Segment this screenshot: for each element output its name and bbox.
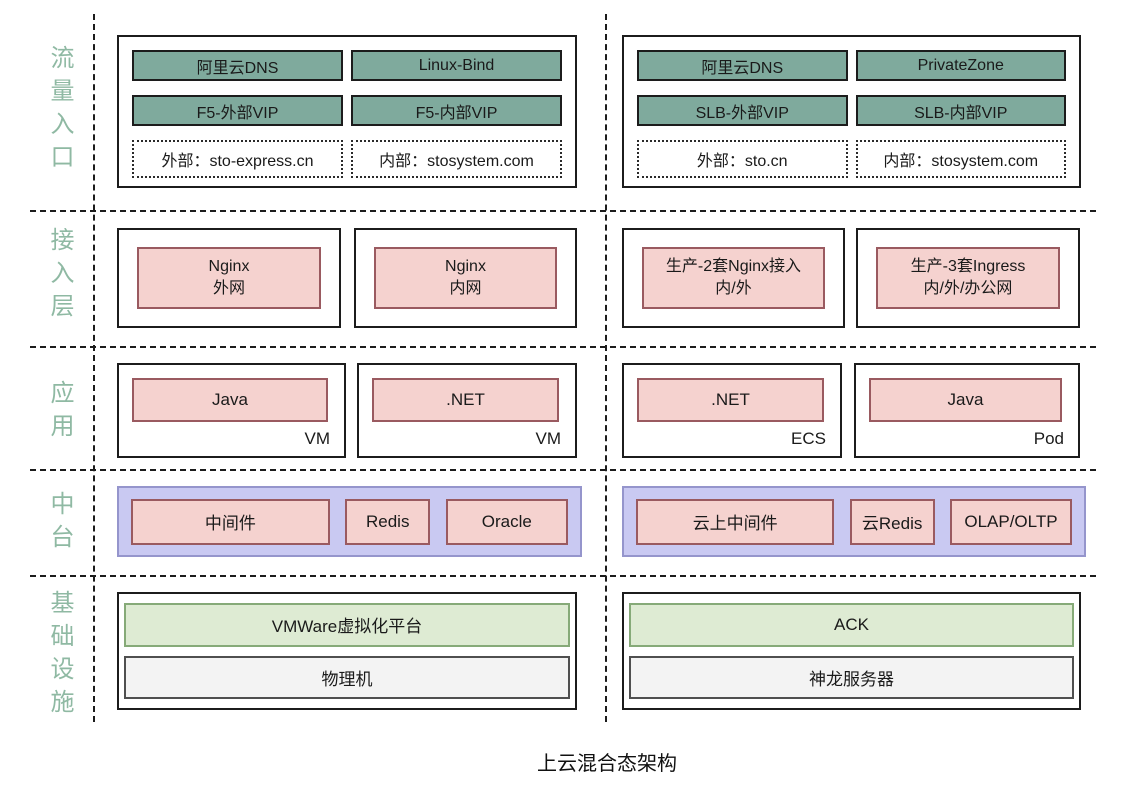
middleware-box: 云Redis bbox=[849, 498, 935, 545]
access-node-scope: 内/外 bbox=[715, 280, 752, 297]
virtualization-bar: VMWare虚拟化平台 bbox=[124, 603, 570, 647]
middleware-box: 云上中间件 bbox=[636, 498, 835, 545]
hardware-bar: 物理机 bbox=[124, 655, 570, 699]
infrastructure-cloud-group: ACK 神龙服务器 bbox=[622, 592, 1081, 710]
layer-label-access: 接入层 bbox=[46, 227, 73, 326]
traffic-onprem-group: 阿里云DNS Linux-Bind F5-外部VIP F5-内部VIP 外部：s… bbox=[117, 35, 577, 188]
vip-chip: SLB-内部VIP bbox=[855, 95, 1066, 126]
middleware-box: Redis bbox=[345, 498, 431, 545]
domain-box: 内部：stosystem.com bbox=[855, 140, 1066, 178]
platform-label: ECS bbox=[791, 429, 826, 448]
access-node: 生产-3套Ingress 内/外/办公网 bbox=[856, 228, 1080, 328]
layer-label-infrastructure: 基础设施 bbox=[46, 590, 73, 722]
vip-chip: F5-外部VIP bbox=[132, 95, 343, 126]
access-node: Nginx 内网 bbox=[354, 228, 577, 328]
domain-box: 外部：sto.cn bbox=[637, 140, 848, 178]
platform-label: VM bbox=[535, 429, 562, 448]
application-node: .NET VM bbox=[357, 363, 577, 458]
layer-label-application: 应用 bbox=[46, 380, 73, 446]
layer-label-traffic: 流量入口 bbox=[46, 45, 73, 177]
runtime-box: Java bbox=[869, 378, 1062, 422]
access-node-name: 生产-3套Ingress bbox=[910, 257, 1026, 275]
platform-label: Pod bbox=[1033, 429, 1064, 448]
application-node: .NET ECS bbox=[622, 363, 842, 458]
label-column-divider bbox=[93, 14, 95, 722]
vip-chip: F5-内部VIP bbox=[351, 95, 562, 126]
middleware-onprem-container: 中间件 Redis Oracle bbox=[117, 486, 582, 557]
access-node-scope: 外网 bbox=[212, 280, 245, 297]
access-node: Nginx 外网 bbox=[117, 228, 341, 328]
access-node-name: Nginx bbox=[208, 257, 250, 275]
access-application-divider bbox=[30, 346, 1096, 348]
diagram-title: 上云混合态架构 bbox=[537, 753, 677, 775]
middleware-box: Oracle bbox=[445, 498, 568, 545]
application-middleware-divider bbox=[30, 469, 1096, 471]
access-node-name: 生产-2套Nginx接入 bbox=[665, 257, 802, 275]
application-node: Java VM bbox=[117, 363, 346, 458]
vip-chip: SLB-外部VIP bbox=[637, 95, 848, 126]
dns-chip: 阿里云DNS bbox=[637, 50, 848, 81]
dns-chip: Linux-Bind bbox=[351, 50, 562, 81]
virtualization-bar: ACK bbox=[629, 603, 1074, 647]
access-node-scope: 内网 bbox=[449, 280, 482, 297]
traffic-access-divider bbox=[30, 210, 1096, 212]
hardware-bar: 神龙服务器 bbox=[629, 655, 1074, 699]
dns-chip: 阿里云DNS bbox=[132, 50, 343, 81]
application-node: Java Pod bbox=[854, 363, 1080, 458]
middleware-box: OLAP/OLTP bbox=[949, 498, 1072, 545]
middleware-box: 中间件 bbox=[131, 498, 330, 545]
dns-chip: PrivateZone bbox=[855, 50, 1066, 81]
runtime-box: .NET bbox=[372, 378, 559, 422]
domain-box: 内部：stosystem.com bbox=[351, 140, 562, 178]
infrastructure-onprem-group: VMWare虚拟化平台 物理机 bbox=[117, 592, 577, 710]
access-node-name: Nginx bbox=[445, 257, 486, 275]
onprem-cloud-divider bbox=[605, 14, 607, 722]
access-node: 生产-2套Nginx接入 内/外 bbox=[622, 228, 845, 328]
access-node-scope: 内/外/办公网 bbox=[923, 280, 1013, 297]
platform-label: VM bbox=[304, 429, 331, 448]
runtime-box: Java bbox=[132, 378, 328, 422]
domain-box: 外部：sto-express.cn bbox=[132, 140, 343, 178]
middleware-cloud-container: 云上中间件 云Redis OLAP/OLTP bbox=[622, 486, 1086, 557]
middleware-infrastructure-divider bbox=[30, 575, 1096, 577]
layer-label-middleware: 中台 bbox=[46, 491, 73, 557]
traffic-cloud-group: 阿里云DNS PrivateZone SLB-外部VIP SLB-内部VIP 外… bbox=[622, 35, 1081, 188]
runtime-box: .NET bbox=[637, 378, 824, 422]
